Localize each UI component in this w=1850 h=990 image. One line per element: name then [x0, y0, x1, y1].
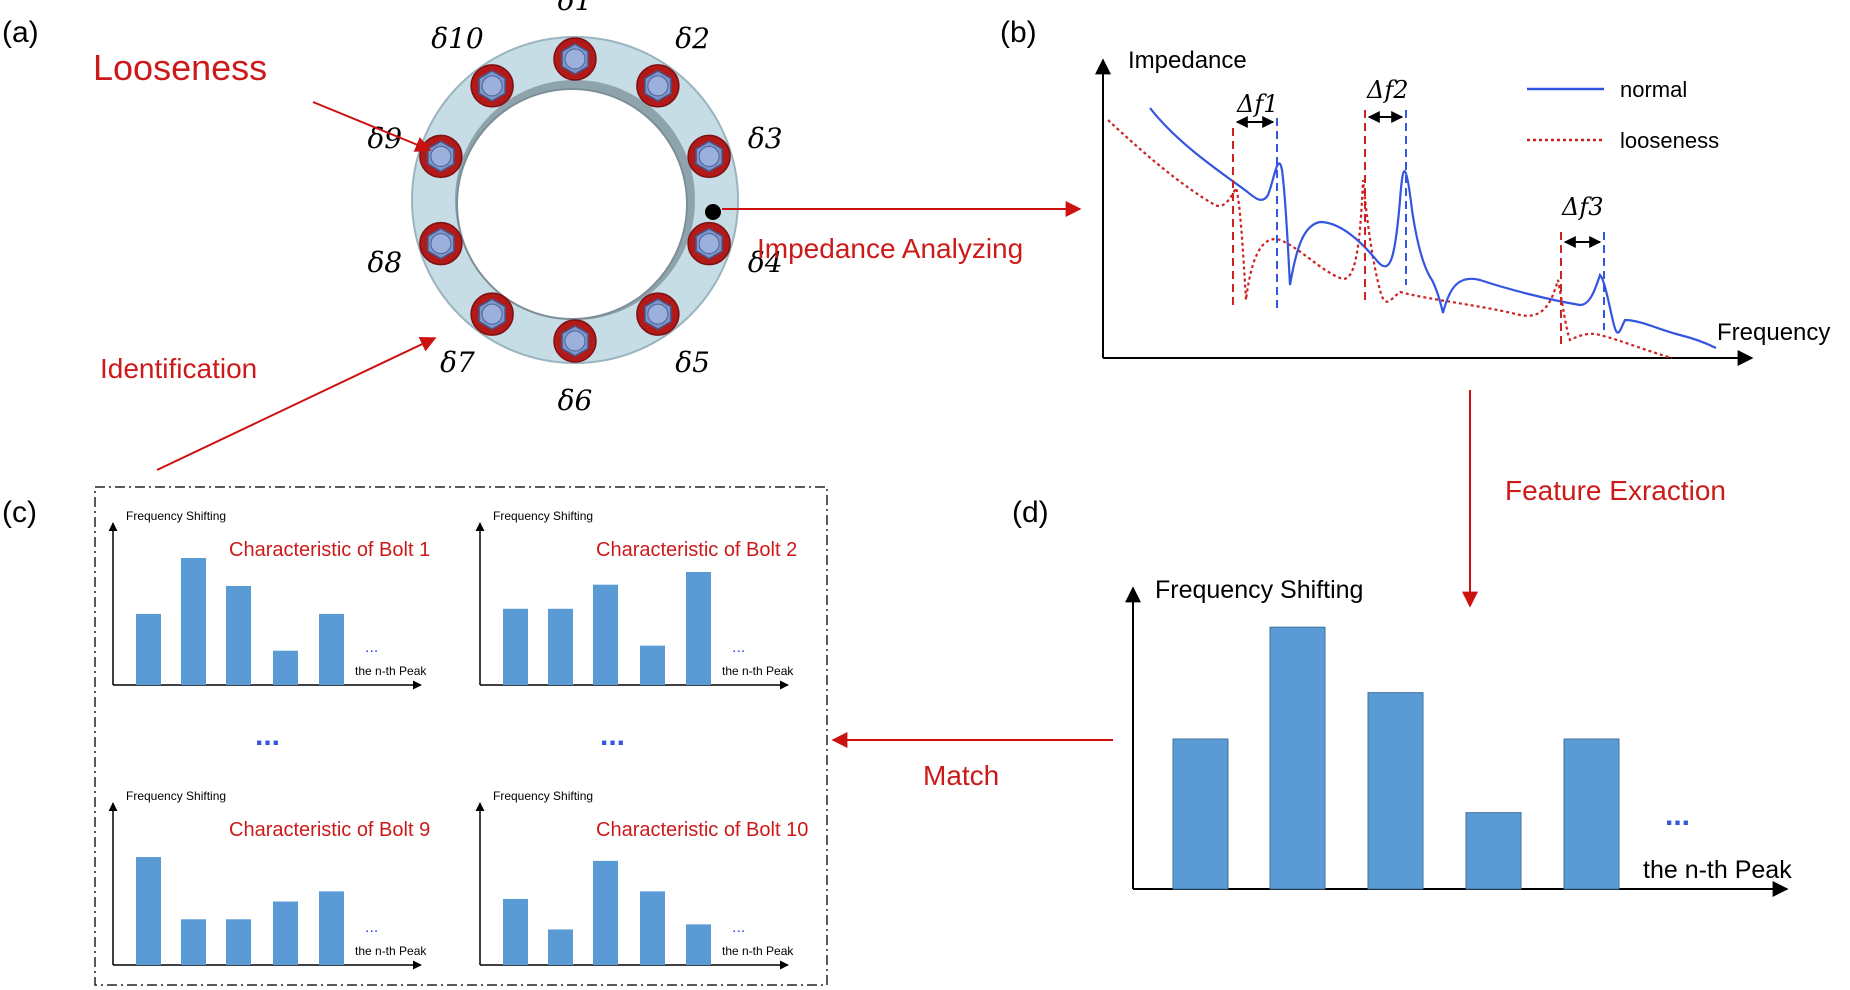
- main-chart-bars: [1172, 626, 1620, 890]
- mini-bar-5: [686, 571, 711, 685]
- mini-chart-x-label: the n-th Peak: [355, 664, 427, 678]
- bolt-label-3: δ3: [748, 122, 783, 155]
- feature-extraction-label: Feature Exraction: [1505, 475, 1726, 506]
- bolt-label-6: δ6: [558, 384, 593, 417]
- mini-bar-1: [503, 898, 528, 965]
- bolt-6: [553, 319, 597, 363]
- mini-chart-ellipsis: ...: [732, 639, 745, 656]
- impedance-x-label: Frequency: [1717, 319, 1830, 346]
- mini-bar-5: [686, 924, 711, 965]
- delta-f2-label: Δf2: [1366, 76, 1408, 104]
- bolt-label-1: δ1: [558, 0, 593, 17]
- legend-looseness-label: looseness: [1620, 128, 1719, 153]
- looseness-label: Looseness: [93, 47, 267, 88]
- mini-chart-y-label: Frequency Shifting: [126, 509, 226, 523]
- main-bar-1: [1172, 738, 1229, 890]
- panel-label-c: (c): [2, 496, 37, 529]
- mini-chart-title: Characteristic of Bolt 9: [229, 819, 430, 841]
- mini-chart-ellipsis: ...: [732, 919, 745, 936]
- legend-normal-label: normal: [1620, 77, 1687, 102]
- mini-bar-3: [226, 585, 251, 685]
- bolt-library-box: [94, 486, 828, 986]
- mini-chart-y-label: Frequency Shifting: [493, 509, 593, 523]
- flange-ring: [411, 36, 739, 364]
- mini-chart-1: Frequency Shifting the n-th Peak Character…: [108, 509, 430, 690]
- bolt-label-8: δ8: [367, 246, 402, 279]
- mini-bar-2: [181, 558, 206, 685]
- bolt-3: [687, 134, 731, 179]
- mini-bar-3: [593, 860, 618, 965]
- mini-bar-3: [226, 919, 251, 965]
- mini-chart-x-label: the n-th Peak: [722, 944, 794, 958]
- mini-chart-title: Characteristic of Bolt 10: [596, 819, 808, 841]
- mini-bar-4: [640, 645, 665, 685]
- mini-chart-y-label: Frequency Shifting: [493, 789, 593, 803]
- mini-bar-5: [319, 891, 344, 965]
- mini-chart-title: Characteristic of Bolt 1: [229, 539, 430, 561]
- mini-chart-4: Frequency Shifting the n-th Peak Character…: [475, 789, 808, 970]
- bolt-label-2: δ2: [675, 22, 710, 55]
- main-chart-ellipsis: ...: [1665, 799, 1690, 832]
- mini-chart-title: Characteristic of Bolt 2: [596, 539, 797, 561]
- main-chart-x-label: the n-th Peak: [1643, 856, 1792, 884]
- sensor-dot: [705, 204, 721, 220]
- mini-bar-2: [181, 919, 206, 965]
- bolt-5: [636, 292, 680, 336]
- library-ellipsis-right: ...: [600, 719, 625, 752]
- looseness-curve: [1107, 119, 1673, 360]
- main-bar-5: [1563, 738, 1620, 890]
- mini-bar-4: [273, 650, 298, 685]
- impedance-analyzing-label: Impedance Analyzing: [757, 233, 1023, 264]
- bolt-4: [687, 221, 731, 266]
- mini-chart-ellipsis: ...: [365, 919, 378, 936]
- mini-bar-1: [503, 608, 528, 685]
- mini-bar-2: [548, 608, 573, 685]
- bolt-label-7: δ7: [440, 346, 475, 379]
- impedance-plot: Impedance Frequency Δf1 Δf2 Δf3 normal l…: [1095, 47, 1830, 366]
- mini-chart-x-label: the n-th Peak: [355, 944, 427, 958]
- bolt-7: [470, 292, 514, 336]
- mini-chart-y-label: Frequency Shifting: [126, 789, 226, 803]
- bolt-1: [553, 37, 597, 81]
- bolt-label-10: δ10: [431, 22, 484, 55]
- panel-label-d: (d): [1012, 496, 1049, 529]
- bolt-label-5: δ5: [675, 346, 710, 379]
- mini-bar-1: [136, 857, 161, 965]
- identification-label: Identification: [100, 353, 257, 384]
- panel-label-a: (a): [2, 16, 39, 49]
- main-chart-y-label: Frequency Shifting: [1155, 576, 1363, 604]
- normal-curve: [1149, 107, 1717, 349]
- mini-bar-4: [273, 901, 298, 965]
- mini-bar-2: [548, 929, 573, 965]
- match-label: Match: [923, 760, 999, 791]
- main-bar-3: [1367, 692, 1424, 890]
- mini-chart-ellipsis: ...: [365, 639, 378, 656]
- bolt-10: [470, 64, 514, 108]
- mini-bar-1: [136, 613, 161, 685]
- bolt-2: [636, 64, 680, 108]
- mini-chart-2: Frequency Shifting the n-th Peak Character…: [475, 509, 797, 690]
- identification-arrow: [156, 336, 437, 471]
- bolt-9: [419, 134, 463, 179]
- library-ellipsis-left: ...: [255, 719, 280, 752]
- mini-chart-x-label: the n-th Peak: [722, 664, 794, 678]
- panel-label-b: (b): [1000, 16, 1037, 49]
- impedance-y-label: Impedance: [1128, 47, 1247, 74]
- main-chart: Frequency Shifting the n-th Peak ...: [1125, 576, 1792, 897]
- bolt-8: [419, 221, 463, 266]
- delta-f3-label: Δf3: [1561, 193, 1603, 221]
- mini-chart-3: Frequency Shifting the n-th Peak Character…: [108, 789, 430, 970]
- mini-bar-4: [640, 891, 665, 965]
- main-bar-2: [1269, 626, 1326, 890]
- delta-f1-label: Δf1: [1236, 90, 1278, 118]
- bolt-label-4: δ4: [748, 246, 783, 279]
- looseness-arrow: [312, 101, 432, 152]
- main-bar-4: [1465, 812, 1522, 890]
- mini-bar-3: [593, 584, 618, 685]
- mini-bar-5: [319, 613, 344, 685]
